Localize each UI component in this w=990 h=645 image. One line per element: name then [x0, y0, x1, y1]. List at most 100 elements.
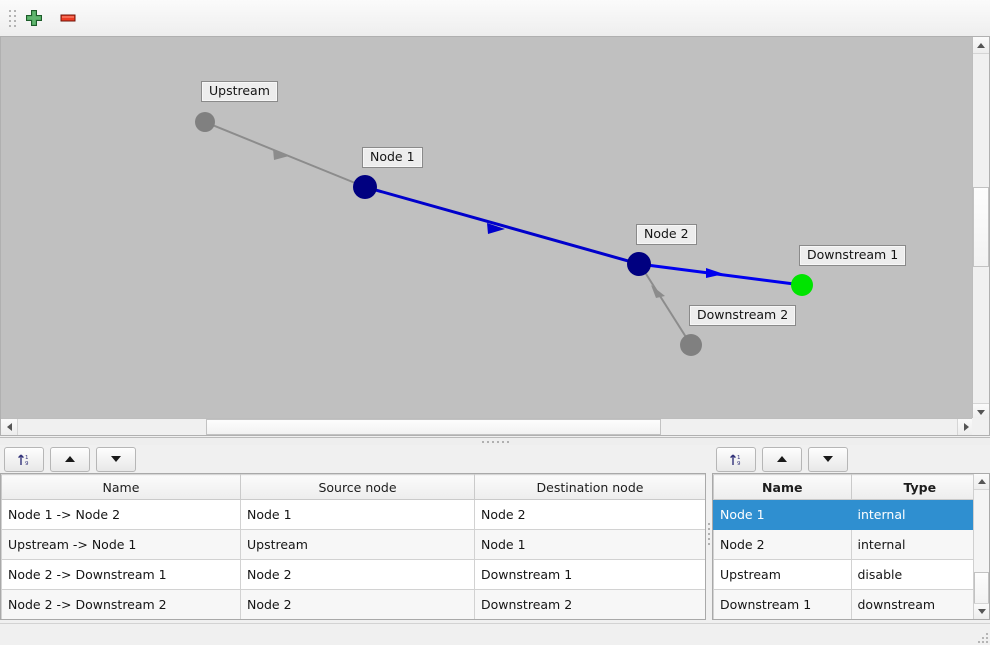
nodes-col-type[interactable]: Type: [850, 474, 989, 500]
edges-empty-cell: [2, 620, 241, 621]
graph-label-upstream[interactable]: Upstream: [201, 81, 278, 102]
remove-icon-glyph: [60, 14, 76, 22]
nodes-cell-type[interactable]: disable: [850, 559, 989, 590]
edges-cell-source[interactable]: Node 1: [240, 499, 475, 530]
edges-empty-cell: [241, 620, 475, 621]
graph-node-node2[interactable]: [627, 252, 651, 276]
edges-col-destination[interactable]: Destination node: [474, 474, 705, 500]
nodes-sort-button[interactable]: 1 9: [716, 446, 756, 472]
edges-cell-destination[interactable]: Downstream 2: [474, 589, 705, 619]
vertical-splitter[interactable]: [706, 445, 712, 623]
edges-cell-destination[interactable]: Node 1: [474, 529, 705, 560]
canvas-horizontal-scrollbar[interactable]: [1, 418, 974, 435]
add-icon[interactable]: [17, 2, 51, 34]
toolbar-drag-grip[interactable]: [3, 7, 17, 29]
table-row[interactable]: Downstream 1 downstream: [713, 589, 989, 619]
bottom-panes: 1 9: [0, 445, 990, 623]
add-icon-glyph: [26, 10, 42, 26]
graph-viewport[interactable]: Upstream Node 1 Node 2 Downstream 1 Down…: [1, 37, 973, 419]
nodes-vertical-scroll-thumb[interactable]: [974, 572, 989, 604]
canvas-scroll-right-button[interactable]: [957, 419, 974, 435]
edge-node2-downstream2[interactable]: [640, 265, 692, 346]
canvas-horizontal-scroll-thumb[interactable]: [206, 419, 661, 435]
graph-node-downstream1[interactable]: [791, 274, 813, 296]
edges-grid: Name Source node Destination node Node 1…: [1, 474, 706, 621]
table-row[interactable]: Node 1 -> Node 2 Node 1 Node 2: [1, 499, 705, 530]
canvas-vertical-scrollbar[interactable]: [972, 37, 989, 420]
svg-text:9: 9: [737, 461, 741, 467]
edge-node2-downstream1[interactable]: [638, 262, 803, 287]
edges-toolbar: 1 9: [0, 445, 706, 473]
edges-cell-source[interactable]: Upstream: [240, 529, 475, 560]
graph-node-node1[interactable]: [353, 175, 377, 199]
nodes-pane: 1 9: [712, 445, 990, 623]
table-row[interactable]: Upstream disable: [713, 559, 989, 590]
edges-cell-source[interactable]: Node 2: [240, 559, 475, 590]
nodes-cell-name[interactable]: Downstream 1: [713, 589, 852, 619]
edges-cell-name[interactable]: Node 1 -> Node 2: [1, 499, 241, 530]
edge-upstream-node1[interactable]: [204, 121, 366, 188]
nodes-scroll-down-button[interactable]: [974, 603, 989, 619]
nodes-cell-name[interactable]: Upstream: [713, 559, 852, 590]
table-row[interactable]: Node 1 internal: [713, 499, 989, 530]
edge-node1-node2[interactable]: [364, 185, 640, 266]
table-row[interactable]: Node 2 -> Downstream 1 Node 2 Downstream…: [1, 559, 705, 590]
graph-label-downstream1[interactable]: Downstream 1: [799, 245, 907, 266]
chevron-down-icon: [977, 609, 986, 614]
nodes-empty-row[interactable]: [714, 620, 989, 621]
edges-cell-destination[interactable]: Downstream 1: [474, 559, 705, 590]
graph-label-downstream2[interactable]: Downstream 2: [689, 305, 797, 326]
canvas-scroll-up-button[interactable]: [973, 37, 989, 54]
horizontal-splitter[interactable]: [0, 437, 990, 445]
nodes-move-up-button[interactable]: [762, 446, 802, 472]
table-row[interactable]: Node 2 internal: [713, 529, 989, 560]
table-row[interactable]: Upstream -> Node 1 Upstream Node 1: [1, 529, 705, 560]
graph-canvas[interactable]: Upstream Node 1 Node 2 Downstream 1 Down…: [0, 36, 990, 436]
edges-move-down-button[interactable]: [96, 446, 136, 472]
move-down-icon: [823, 456, 833, 462]
nodes-cell-type[interactable]: internal: [850, 499, 989, 530]
edges-empty-row[interactable]: [2, 620, 706, 621]
graph-node-upstream[interactable]: [195, 112, 215, 132]
nodes-table[interactable]: Name Type Node 1 internal Node 2 interna…: [712, 473, 990, 620]
nodes-cell-name[interactable]: Node 2: [713, 529, 852, 560]
svg-text:1: 1: [25, 455, 29, 461]
chevron-down-icon: [977, 409, 985, 415]
edges-sort-button[interactable]: 1 9: [4, 446, 44, 472]
edges-cell-source[interactable]: Node 2: [240, 589, 475, 619]
nodes-vertical-scrollbar[interactable]: [973, 474, 989, 619]
nodes-cell-type[interactable]: internal: [850, 529, 989, 560]
graph-label-node1[interactable]: Node 1: [362, 147, 423, 168]
nodes-scroll-up-button[interactable]: [974, 474, 989, 490]
edges-table[interactable]: Name Source node Destination node Node 1…: [0, 473, 706, 620]
edges-cell-destination[interactable]: Node 2: [474, 499, 705, 530]
edges-cell-name[interactable]: Node 2 -> Downstream 2: [1, 589, 241, 619]
nodes-toolbar: 1 9: [712, 445, 990, 473]
move-up-icon: [65, 456, 75, 462]
edges-cell-name[interactable]: Node 2 -> Downstream 1: [1, 559, 241, 590]
nodes-cell-name[interactable]: Node 1: [713, 499, 852, 530]
edges-move-up-button[interactable]: [50, 446, 90, 472]
canvas-scroll-down-button[interactable]: [973, 403, 989, 420]
canvas-vertical-scroll-thumb[interactable]: [973, 187, 989, 267]
window-resize-grip[interactable]: [976, 631, 988, 643]
svg-text:1: 1: [737, 455, 741, 461]
nodes-col-name[interactable]: Name: [713, 474, 852, 500]
nodes-empty-cell: [714, 620, 852, 621]
nodes-move-down-button[interactable]: [808, 446, 848, 472]
scrollbar-corner: [972, 418, 989, 435]
edges-col-source[interactable]: Source node: [240, 474, 475, 500]
nodes-header-row: Name Type: [713, 474, 989, 500]
canvas-scroll-left-button[interactable]: [1, 419, 18, 435]
table-row[interactable]: Node 2 -> Downstream 2 Node 2 Downstream…: [1, 589, 705, 619]
graph-label-node2[interactable]: Node 2: [636, 224, 697, 245]
status-bar: [0, 623, 990, 645]
graph-node-downstream2[interactable]: [680, 334, 702, 356]
sort-icon: 1 9: [17, 454, 29, 467]
chevron-up-icon: [977, 479, 986, 484]
remove-icon[interactable]: [51, 2, 85, 34]
nodes-cell-type[interactable]: downstream: [850, 589, 989, 619]
edges-empty-cell: [475, 620, 706, 621]
edges-col-name[interactable]: Name: [1, 474, 241, 500]
edges-cell-name[interactable]: Upstream -> Node 1: [1, 529, 241, 560]
